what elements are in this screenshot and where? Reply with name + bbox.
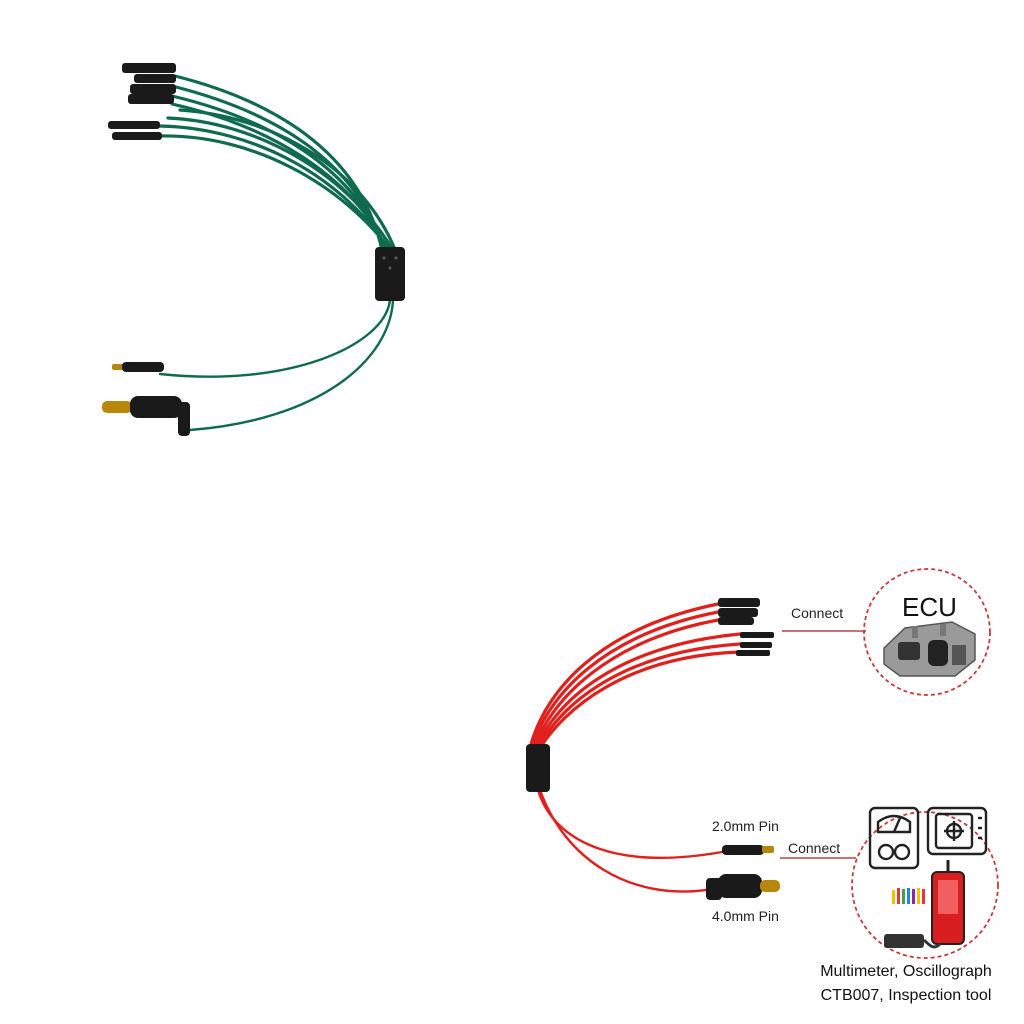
red-cable-harness (526, 598, 780, 900)
green-cable-female-pins (108, 63, 176, 140)
tester-device-icon (884, 860, 965, 949)
ecu-badge (863, 568, 991, 696)
oscilloscope-icon (926, 806, 988, 856)
green-cable-splitter (375, 247, 405, 301)
red-cable-female-pins (718, 598, 774, 656)
red-cable-wires (528, 602, 742, 893)
multimeter-icon (868, 806, 920, 870)
small-pin-label: 2.0mm Pin (712, 818, 779, 834)
probe-tips-icon (892, 888, 925, 904)
green-cable-wires (158, 74, 398, 432)
ecu-title: ECU (902, 592, 957, 622)
tool-connect-label: Connect (788, 840, 841, 856)
tools-caption-line2: CTB007, Inspection tool (820, 987, 992, 1004)
green-cable-harness (102, 63, 405, 436)
green-cable-probe-pins (102, 362, 190, 436)
large-pin-label: 4.0mm Pin (712, 908, 779, 924)
red-cable-probe-pins (706, 845, 780, 900)
ecu-module-icon (883, 621, 976, 677)
ecu-connect-label: Connect (791, 605, 844, 621)
tools-caption-line1: Multimeter, Oscillograph (820, 963, 992, 980)
tools-badge (851, 806, 999, 959)
tools-caption: Multimeter, Oscillograph CTB007, Inspect… (806, 960, 1006, 1008)
red-cable-splitter (526, 744, 550, 792)
